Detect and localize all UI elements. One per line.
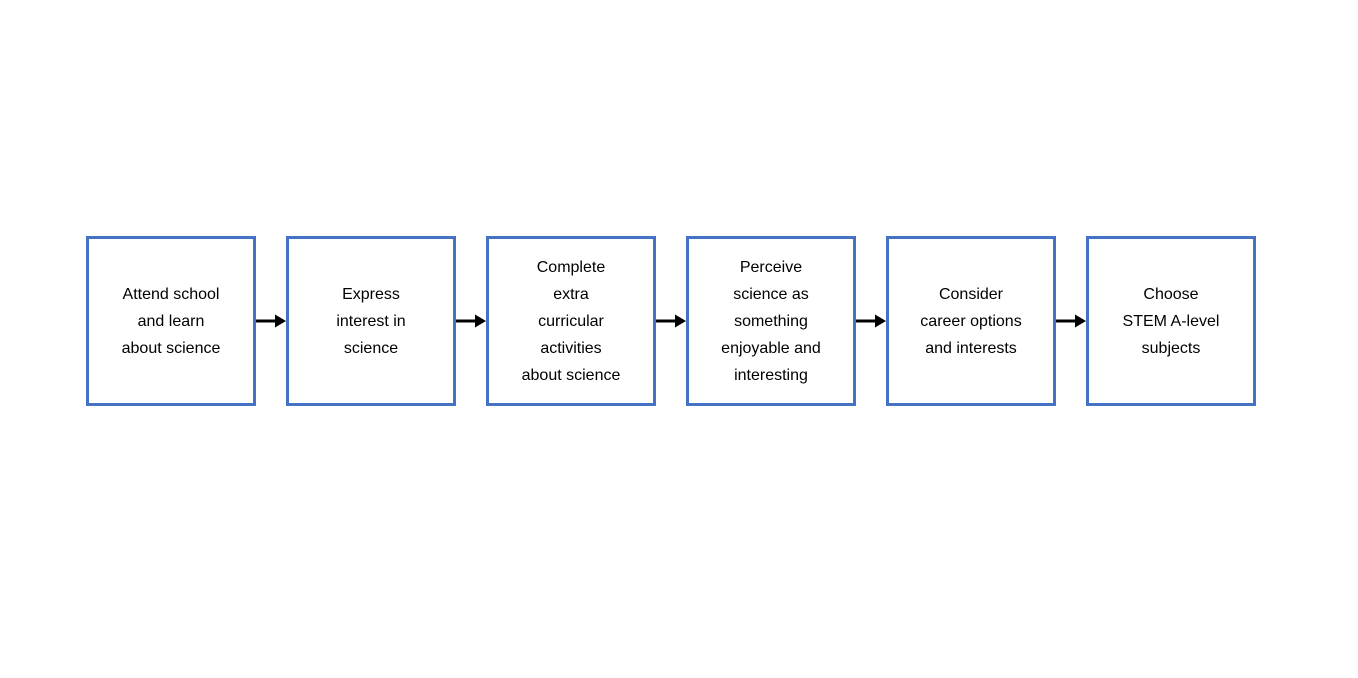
flow-step-label: Perceive science as something enjoyable … [721,258,821,384]
flowchart: Attend school and learn about science Ex… [86,236,1256,406]
arrow-right-icon [856,313,886,329]
flow-step-attend-school: Attend school and learn about science [86,236,256,406]
flow-step-label: Complete extra curricular activities abo… [521,258,621,384]
flow-step-choose-stem: Choose STEM A-level subjects [1086,236,1256,406]
arrow-right-icon [656,313,686,329]
flow-step-label: Attend school and learn about science [121,285,221,357]
flow-step-extra-curricular: Complete extra curricular activities abo… [486,236,656,406]
flow-step-express-interest: Express interest in science [286,236,456,406]
flow-step-label: Consider career options and interests [920,285,1022,357]
arrow-right-icon [1056,313,1086,329]
flow-step-career-options: Consider career options and interests [886,236,1056,406]
flow-step-perceive-science: Perceive science as something enjoyable … [686,236,856,406]
arrow-right-icon [256,313,286,329]
flow-step-label: Choose STEM A-level subjects [1122,285,1220,357]
flow-step-label: Express interest in science [336,285,406,357]
arrow-right-icon [456,313,486,329]
